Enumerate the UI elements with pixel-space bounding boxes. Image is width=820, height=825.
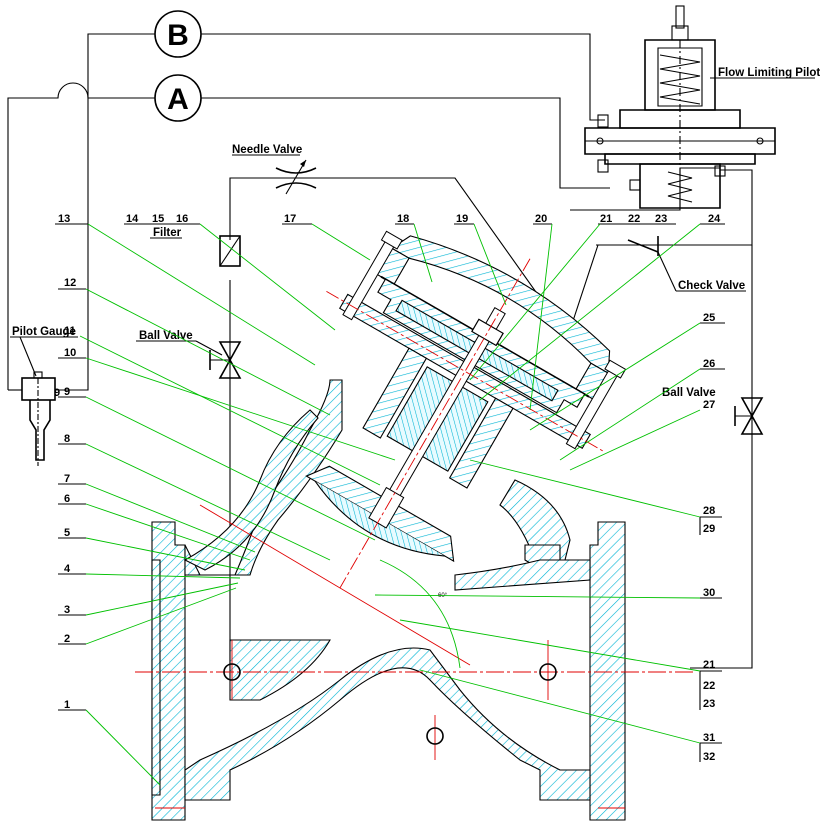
check-valve [627,236,659,256]
part-28: 28 [703,505,715,517]
part-21-lower: 21 [703,659,715,671]
part-26: 26 [703,358,715,370]
ball-valve-right [734,397,764,435]
flow-limiting-pilot-label: Flow Limiting Pilot [718,67,820,79]
needle-valve [275,159,317,195]
part-1: 1 [64,699,70,711]
part-20: 20 [535,213,547,225]
main-valve-body [151,379,626,821]
part-27: 27 [703,399,715,411]
ball-valve-left-label: Ball Valve [139,330,193,342]
gauge-b-letter: B [167,19,189,52]
part-18: 18 [397,213,409,225]
check-valve-label: Check Valve [678,280,745,292]
part-24: 24 [708,213,721,225]
part-23: 23 [655,213,667,225]
part-21: 21 [600,213,612,225]
part-31: 31 [703,732,715,744]
part-3: 3 [64,604,70,616]
part-2: 2 [64,633,70,645]
pilot-gauge [21,371,56,466]
ball-valve-right-label: Ball Valve [662,387,716,399]
part-12: 12 [64,277,76,289]
needle-valve-label: Needle Valve [232,144,302,156]
part-19: 19 [456,213,468,225]
part-30: 30 [703,587,715,599]
part-13: 13 [58,213,70,225]
part-9: 9 [64,386,70,398]
part-4: 4 [64,563,71,575]
part-32: 32 [703,751,715,763]
part-11: 11 [64,325,76,337]
part-5: 5 [64,527,70,539]
gauge-a: A [154,74,202,122]
filter-label: Filter [153,227,182,239]
pilot-piping [7,33,753,669]
part-25: 25 [703,312,715,324]
part-9-gauge: 9 [54,387,60,399]
ball-valve-left [209,341,242,379]
part-6: 6 [64,493,70,505]
part-22-lower: 22 [703,680,715,692]
flow-limiting-pilot [584,5,776,209]
gauge-a-letter: A [167,83,189,116]
pilot-gauge-label: Pilot Gauge [12,326,76,338]
part-8: 8 [64,433,70,445]
bonnet-assembly [305,230,627,589]
part-number-callouts: 13 14 15 16 17 18 19 20 21 22 23 24 12 1… [54,213,725,786]
part-16: 16 [176,213,188,225]
part-10: 10 [64,347,76,359]
part-7: 7 [64,473,70,485]
part-22: 22 [628,213,640,225]
part-15: 15 [152,213,164,225]
part-14: 14 [126,213,139,225]
part-17: 17 [284,213,296,225]
part-23-lower: 23 [703,698,715,710]
gauge-b: B [154,10,202,58]
filter [219,235,241,267]
part-29: 29 [703,523,715,535]
